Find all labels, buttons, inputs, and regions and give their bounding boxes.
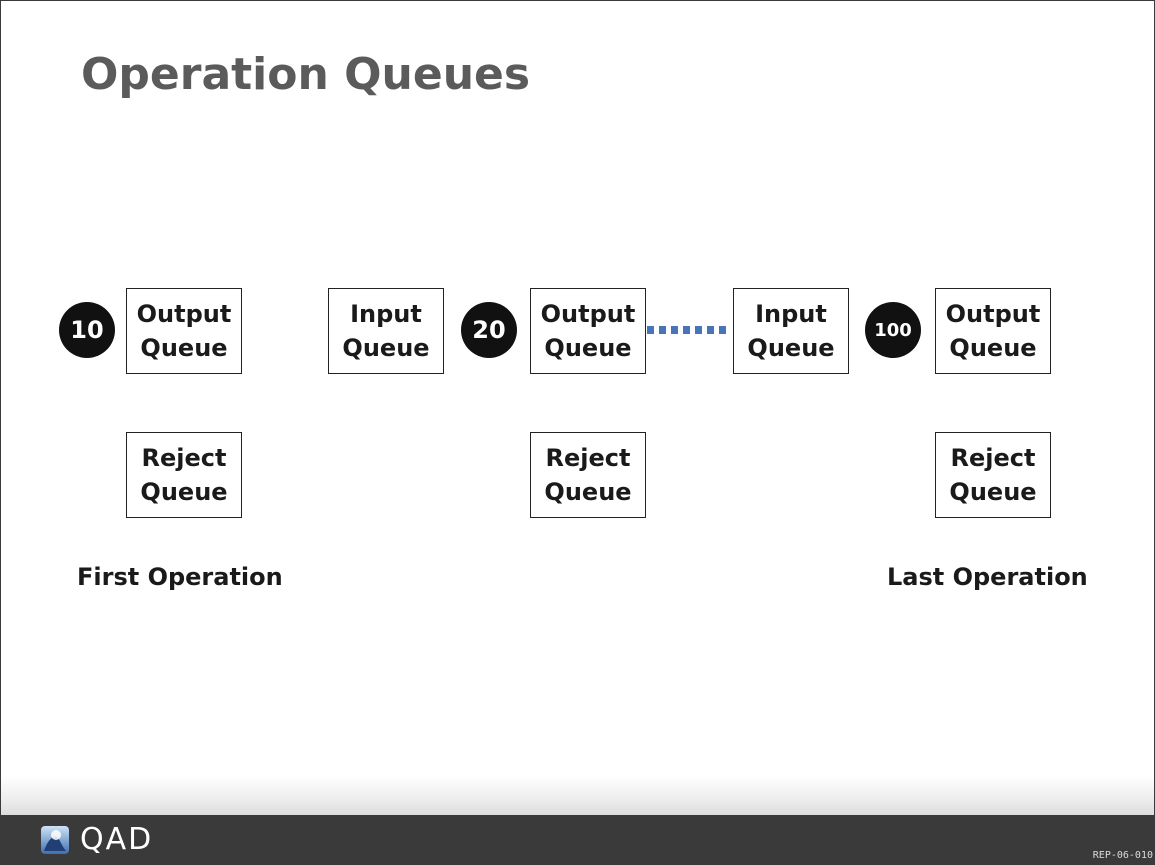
- box-label-line1: Reject: [950, 444, 1036, 472]
- dotted-connector: [647, 326, 731, 334]
- slide-code: REP-06-010: [1092, 850, 1153, 861]
- box-label-line1: Output: [945, 300, 1041, 328]
- operation-20-badge: 20: [461, 302, 517, 358]
- box-label-line2: Queue: [140, 334, 228, 362]
- operation-20-reject-queue: Reject Queue: [530, 432, 646, 518]
- operation-100-output-queue: Output Queue: [935, 288, 1051, 374]
- first-operation-label: First Operation: [77, 563, 283, 591]
- box-label-line2: Queue: [342, 334, 430, 362]
- operation-10-reject-queue: Reject Queue: [126, 432, 242, 518]
- box-label-line1: Reject: [141, 444, 227, 472]
- operation-10-badge: 10: [59, 302, 115, 358]
- slide: Operation Queues 10 Output Queue Reject …: [0, 0, 1155, 816]
- box-label-line2: Queue: [949, 478, 1037, 506]
- operation-100-input-queue: Input Queue: [733, 288, 849, 374]
- qad-logo-icon: [41, 826, 69, 854]
- operation-20-output-queue: Output Queue: [530, 288, 646, 374]
- last-operation-label: Last Operation: [887, 563, 1088, 591]
- box-label-line2: Queue: [544, 334, 632, 362]
- box-label-line1: Output: [540, 300, 636, 328]
- box-label-line1: Reject: [545, 444, 631, 472]
- operation-10-output-queue: Output Queue: [126, 288, 242, 374]
- box-label-line2: Queue: [949, 334, 1037, 362]
- footer-bar: QAD REP-06-010: [0, 815, 1155, 865]
- operation-100-badge: 100: [865, 302, 921, 358]
- box-label-line2: Queue: [544, 478, 632, 506]
- box-label-line1: Output: [136, 300, 232, 328]
- box-label-line1: Input: [350, 300, 422, 328]
- qad-logo-text: QAD: [80, 822, 154, 857]
- box-label-line2: Queue: [747, 334, 835, 362]
- slide-title: Operation Queues: [81, 49, 531, 100]
- box-label-line2: Queue: [140, 478, 228, 506]
- operation-100-reject-queue: Reject Queue: [935, 432, 1051, 518]
- operation-20-input-queue: Input Queue: [328, 288, 444, 374]
- box-label-line1: Input: [755, 300, 827, 328]
